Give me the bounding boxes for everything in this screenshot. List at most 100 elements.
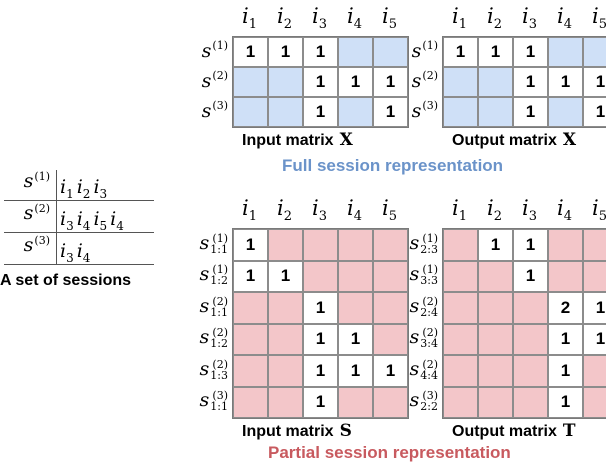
row-label-subscript: 1:1 <box>210 305 228 319</box>
matrix-cell <box>338 386 373 418</box>
column-label-i3: i3 <box>302 196 337 224</box>
session-id: s(3) <box>8 235 50 255</box>
matrix-cell: 1 <box>373 355 408 387</box>
row-label-subscript: 1:2 <box>210 274 228 288</box>
session-column-divider <box>56 170 57 264</box>
matrix-cell <box>478 355 513 387</box>
session-item-base: i <box>60 240 67 262</box>
row-label: s(2) <box>411 69 438 92</box>
session-item: i3 <box>93 176 108 201</box>
row-label: s(3) <box>412 99 438 121</box>
column-label-i1: i1 <box>442 4 477 32</box>
column-label-base: i <box>242 196 249 220</box>
column-label-i5: i5 <box>582 4 606 32</box>
row-label-subscript: 2:2 <box>420 400 438 414</box>
matrix-row-label: s(3)2:2 <box>402 386 438 418</box>
matrix-cell <box>338 37 373 67</box>
matrix-symbol: X <box>562 130 577 150</box>
column-label-subscript: 3 <box>318 17 327 33</box>
session-id: s(1) <box>8 171 50 191</box>
matrix-cell <box>373 260 408 292</box>
matrix-cell <box>338 292 373 324</box>
matrix-row-label: s(1) <box>192 36 228 66</box>
row-label-scripts: (1)3:3 <box>420 264 438 286</box>
matrix-cell <box>443 260 478 292</box>
row-label-scripts: (2) <box>422 70 438 87</box>
matrix-cell: 1 <box>513 260 548 292</box>
row-label-scripts: (3) <box>34 235 50 252</box>
row-label-base: s <box>201 99 212 122</box>
matrix-cell <box>373 386 408 418</box>
column-label-subscript: 1 <box>458 209 467 225</box>
row-label: s(1)1:1 <box>200 233 228 255</box>
matrix-cell <box>548 97 583 127</box>
matrix-row-label: s(1)1:1 <box>192 228 228 260</box>
column-label-base: i <box>592 196 599 220</box>
column-label-subscript: 4 <box>353 209 362 225</box>
matrix-cell <box>268 292 303 324</box>
matrix-cell: 1 <box>513 229 548 261</box>
session-item-subscript: 5 <box>99 218 108 233</box>
matrix-row-label: s(1)2:3 <box>402 228 438 260</box>
column-label-base: i <box>242 4 249 28</box>
row-label-subscript: 1:2 <box>210 337 228 351</box>
row-label-superscript: (2) <box>422 69 438 82</box>
column-label-i2: i2 <box>267 196 302 224</box>
session-item-subscript: 3 <box>99 186 108 201</box>
matrix-caption-text: Input matrix <box>242 423 334 440</box>
matrix-cell <box>373 37 408 67</box>
row-label-base: s <box>411 39 422 62</box>
full-section-label: Full session representation <box>282 156 504 175</box>
column-label-i5: i5 <box>582 196 606 224</box>
session-row-divider <box>4 232 154 233</box>
row-label: s(1)2:3 <box>410 233 438 255</box>
matrix-cell <box>548 229 583 261</box>
row-label-superscript: (3) <box>212 389 228 403</box>
matrix-cell <box>583 260 606 292</box>
session-item: i3 <box>60 208 74 233</box>
row-label-base: s <box>411 69 422 92</box>
matrix-row-label: s(1)1:2 <box>192 260 228 292</box>
matrix-cell <box>268 355 303 387</box>
matrix-cell: 1 <box>548 67 583 97</box>
row-label: s(2) <box>202 70 228 91</box>
matrix-cell <box>233 97 268 127</box>
column-label-i1: i1 <box>232 4 267 32</box>
row-label-scripts: (2)4:4 <box>420 359 438 381</box>
matrix-cell <box>233 323 268 355</box>
matrix-cell: 1 <box>268 260 303 292</box>
matrix-cell: 1 <box>548 323 583 355</box>
session-item: i4 <box>77 208 91 233</box>
matrix-cell <box>443 355 478 387</box>
row-label-base: s <box>409 294 420 317</box>
row-label-scripts: (2)1:2 <box>210 327 228 349</box>
row-label-base: s <box>201 39 212 62</box>
session-item: i4 <box>77 240 91 265</box>
row-label-base: s <box>199 231 210 254</box>
row-label-scripts: (1)1:1 <box>210 233 228 255</box>
matrix-cell <box>513 386 548 418</box>
row-label-superscript: (3) <box>422 99 438 112</box>
matrix-cell <box>478 292 513 324</box>
matrix-row-label: s(1)3:3 <box>402 260 438 292</box>
matrix-cell <box>303 260 338 292</box>
row-label-scripts: (3) <box>212 100 228 117</box>
session-row-divider <box>4 264 154 265</box>
matrix-cell <box>373 323 408 355</box>
row-label-scripts: (1) <box>212 40 228 57</box>
session-item-subscript: 3 <box>66 250 74 265</box>
row-label-base: s <box>199 326 210 349</box>
column-label-subscript: 2 <box>283 17 292 33</box>
matrix-row-label: s(2)1:2 <box>192 323 228 355</box>
row-label-subscript: 2:4 <box>420 305 438 319</box>
row-label-superscript: (3) <box>212 99 228 112</box>
row-label: s(1) <box>411 39 438 62</box>
matrix-cell <box>583 355 606 387</box>
matrix-row-label: s(2)1:1 <box>192 291 228 323</box>
column-label-subscript: 3 <box>318 209 327 225</box>
matrix-cell <box>268 67 303 97</box>
matrix-cell: 1 <box>338 67 373 97</box>
